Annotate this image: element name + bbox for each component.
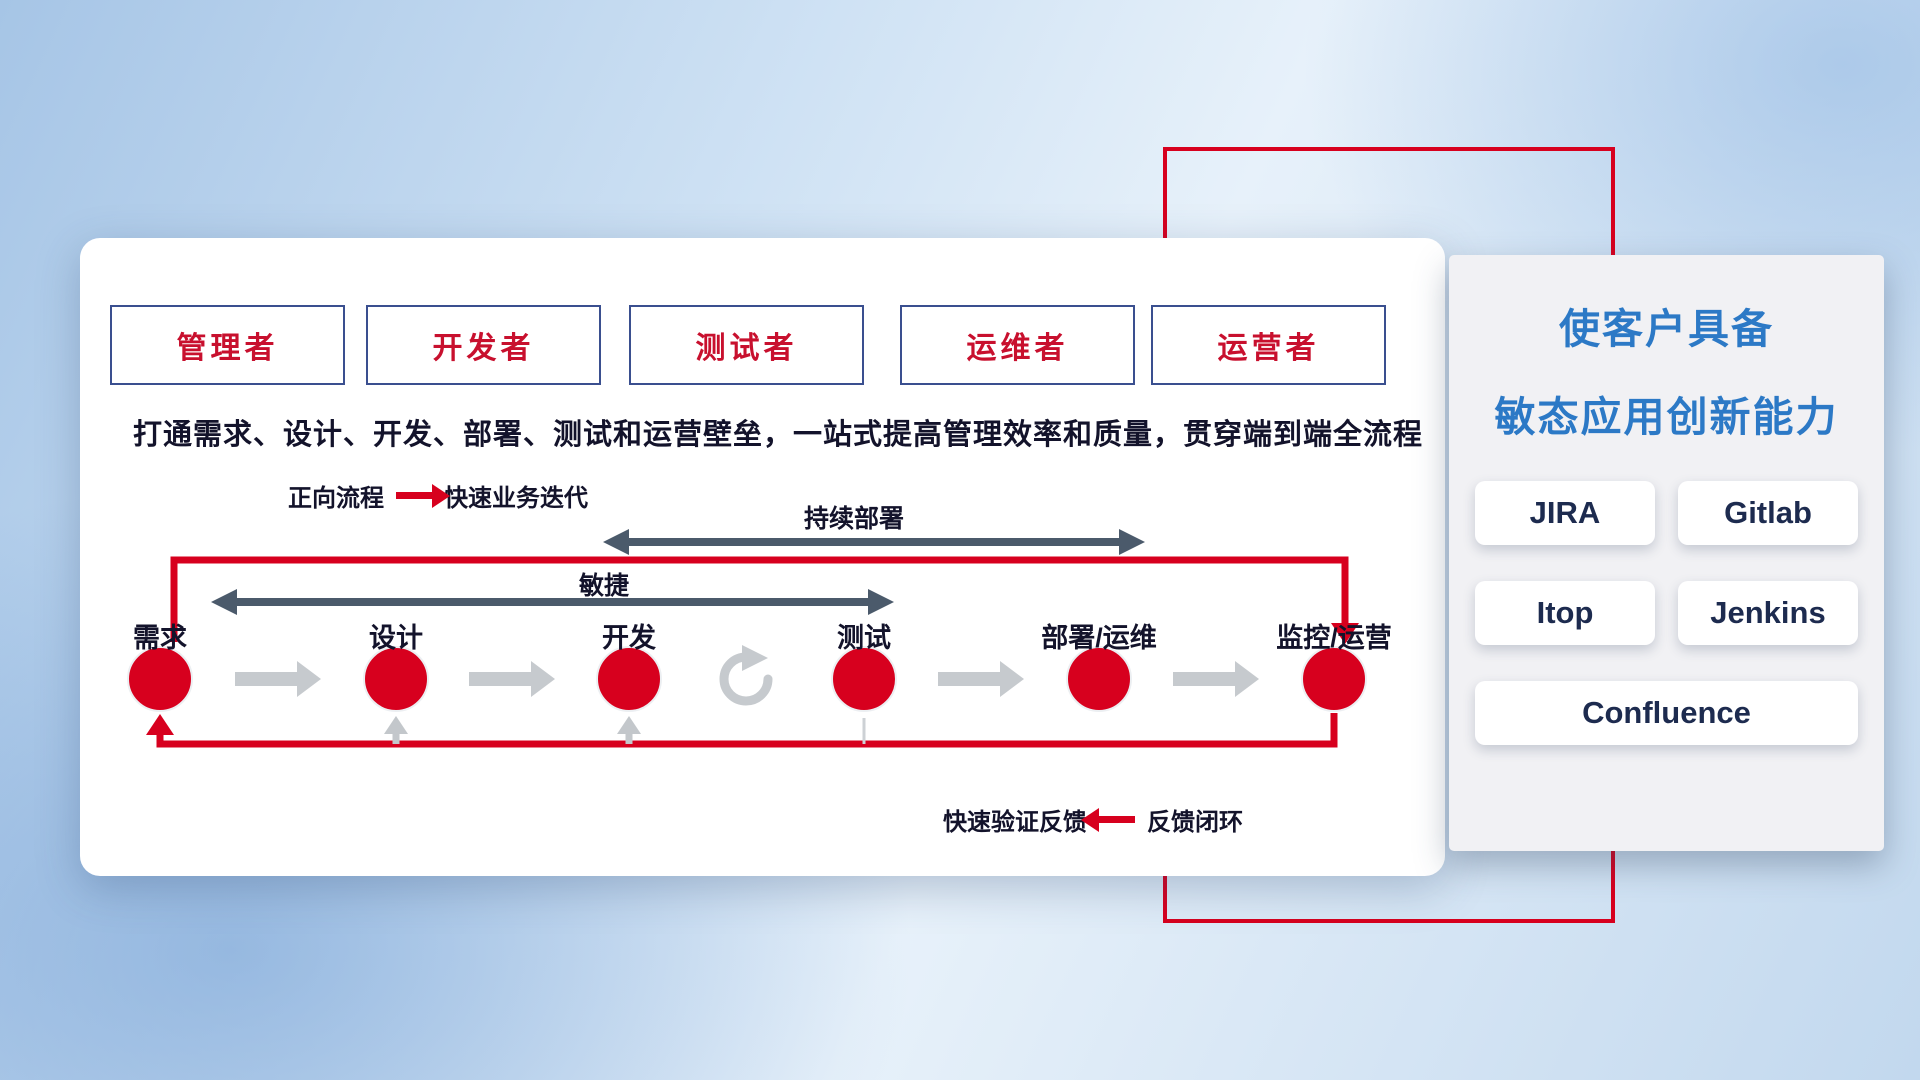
stage-node-monitor-ops [1301, 646, 1367, 712]
stage-label-deploy-ops: 部署/运维 [1041, 623, 1157, 653]
tool-list: JIRA Gitlab Itop Jenkins Confluence [1475, 481, 1858, 745]
stage-node-circles [127, 646, 1367, 712]
panel-heading-line2: 敏态应用创新能力 [1494, 394, 1839, 440]
feedback-arrow-icon [1099, 816, 1135, 823]
forward-flow-value: 快速业务迭代 [444, 485, 588, 512]
flow-diagram [127, 529, 1367, 748]
flow-description: 打通需求、设计、开发、部署、测试和运营壁垒，一站式提高管理效率和质量，贯穿端到端… [133, 419, 1424, 451]
feedback-loop-line [146, 713, 1338, 748]
stage-node-development [596, 646, 662, 712]
feedback-legend: 快速验证反馈 反馈闭环 [943, 802, 1243, 837]
feedback-value: 反馈闭环 [1147, 809, 1243, 836]
stage-node-requirements [127, 646, 193, 712]
continuous-deploy-label: 持续部署 [803, 505, 904, 533]
agile-label: 敏捷 [578, 572, 629, 600]
tool-jira: JIRA [1475, 481, 1655, 545]
feedback-label: 快速验证反馈 [943, 809, 1087, 836]
role-box-tester: 测试者 [629, 305, 864, 385]
role-box-developer: 开发者 [366, 305, 601, 385]
panel-heading-line1: 使客户具备 [1559, 306, 1774, 352]
loop-arrow-icon [719, 645, 773, 706]
stage-label-testing: 测试 [837, 623, 891, 653]
devops-flow-card: 管理者 开发者 测试者 运维者 运营者 打通需求、设计、开发、部署、测试和运营壁… [80, 238, 1445, 876]
stage-connector-arrow-icon [235, 661, 1259, 697]
forward-flow-legend: 正向流程 快速业务迭代 [288, 478, 588, 513]
role-box-operator: 运营者 [1151, 305, 1386, 385]
agile-range-arrow-icon [211, 589, 894, 615]
stage-label-development: 开发 [602, 623, 656, 653]
tool-gitlab: Gitlab [1678, 481, 1858, 545]
tool-jenkins: Jenkins [1678, 581, 1858, 645]
capability-panel: 使客户具备 敏态应用创新能力 JIRA Gitlab Itop Jenkins … [1449, 255, 1884, 851]
stage-node-design [363, 646, 429, 712]
stage-node-testing [831, 646, 897, 712]
tool-itop: Itop [1475, 581, 1655, 645]
stage-label-requirements: 需求 [133, 623, 187, 653]
tool-confluence: Confluence [1475, 681, 1858, 745]
continuous-deploy-range-arrow-icon [603, 529, 1145, 555]
stage-label-monitor-ops: 监控/运营 [1276, 623, 1392, 653]
role-box-manager: 管理者 [110, 305, 345, 385]
stage-label-design: 设计 [369, 623, 423, 653]
forward-loop-line [170, 556, 1359, 644]
forward-arrow-icon [396, 492, 432, 499]
forward-flow-label: 正向流程 [288, 485, 384, 512]
stage-node-deploy-ops [1066, 646, 1132, 712]
role-box-ops: 运维者 [900, 305, 1135, 385]
feedback-up-arrow-icon [384, 716, 866, 744]
